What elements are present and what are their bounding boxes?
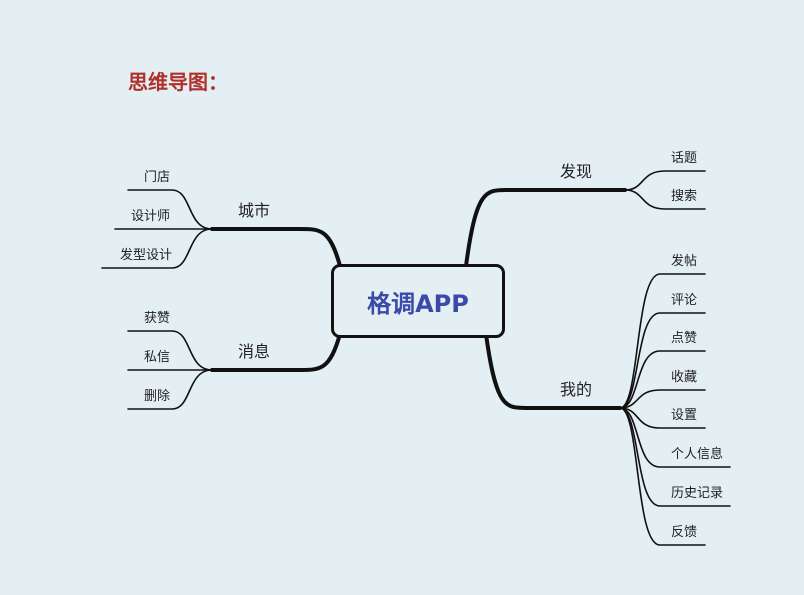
subtopic-line bbox=[619, 312, 706, 409]
subtopic-line bbox=[619, 407, 706, 546]
branch-topic-0[interactable]: 城市 bbox=[238, 201, 271, 220]
subtopic[interactable]: 设置 bbox=[671, 408, 698, 423]
subtopic-line bbox=[619, 407, 706, 429]
subtopic[interactable]: 个人信息 bbox=[671, 447, 724, 462]
subtopic[interactable]: 门店 bbox=[144, 170, 171, 185]
subtopic[interactable]: 发型设计 bbox=[120, 248, 173, 263]
subtopic[interactable]: 获赞 bbox=[144, 311, 171, 326]
subtopic[interactable]: 点赞 bbox=[671, 331, 698, 346]
subtopic[interactable]: 设计师 bbox=[131, 209, 171, 224]
branch-topic-2[interactable]: 发现 bbox=[560, 162, 593, 181]
subtopic-line bbox=[619, 273, 706, 409]
subtopic-line bbox=[127, 369, 213, 410]
subtopic-line bbox=[624, 170, 706, 191]
branch-line-0 bbox=[210, 227, 342, 268]
page-title: 思维导图： bbox=[128, 70, 228, 94]
subtopic-line bbox=[101, 228, 213, 269]
subtopic-line bbox=[127, 330, 213, 371]
central-topic[interactable]: 格调APP bbox=[331, 264, 505, 338]
subtopic-line bbox=[624, 189, 706, 210]
subtopic[interactable]: 删除 bbox=[144, 389, 171, 404]
subtopic[interactable]: 搜索 bbox=[671, 189, 698, 204]
subtopic[interactable]: 评论 bbox=[671, 293, 698, 308]
subtopic[interactable]: 反馈 bbox=[671, 525, 698, 540]
branch-topic-3[interactable]: 我的 bbox=[560, 380, 593, 399]
subtopic[interactable]: 发帖 bbox=[671, 254, 698, 269]
central-topic-label: 格调APP bbox=[367, 289, 469, 318]
subtopic-line bbox=[619, 350, 706, 409]
branch-line-1 bbox=[210, 332, 342, 372]
subtopic[interactable]: 历史记录 bbox=[671, 486, 724, 501]
subtopic[interactable]: 话题 bbox=[671, 151, 698, 166]
subtopic[interactable]: 收藏 bbox=[671, 370, 698, 385]
branch-line-2 bbox=[464, 188, 627, 268]
subtopic-line bbox=[619, 389, 706, 409]
branch-topic-1[interactable]: 消息 bbox=[238, 342, 271, 361]
subtopic[interactable]: 私信 bbox=[144, 350, 171, 365]
subtopic-line bbox=[127, 189, 213, 230]
branch-line-3 bbox=[484, 332, 622, 410]
